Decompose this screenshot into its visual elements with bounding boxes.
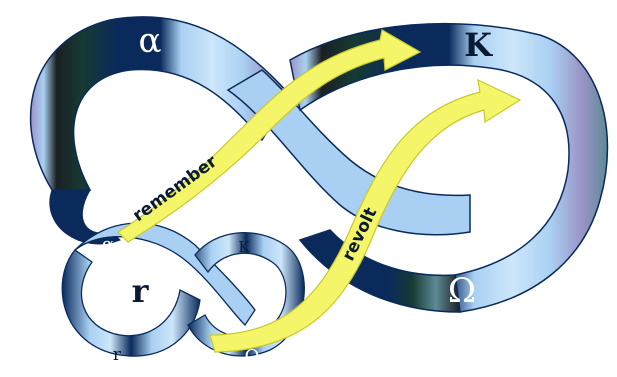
large-omega-label: Ω [448,271,476,311]
small-alpha-label: α [102,234,114,255]
large-loop-crossing [226,69,471,236]
remember-label: remember [129,151,221,226]
small-r-label: r [113,345,122,365]
small-kappa-label: K [238,238,250,256]
small-r-big-label: r [132,272,150,310]
revolt-label: revolt [339,205,382,265]
remember-arrow [117,29,422,243]
large-kappa-label: K [464,26,493,64]
small-omega-label: Ω [245,346,260,367]
large-loop-right [289,22,609,313]
revolt-arrow [209,78,522,353]
large-alpha-label: α [139,21,162,61]
